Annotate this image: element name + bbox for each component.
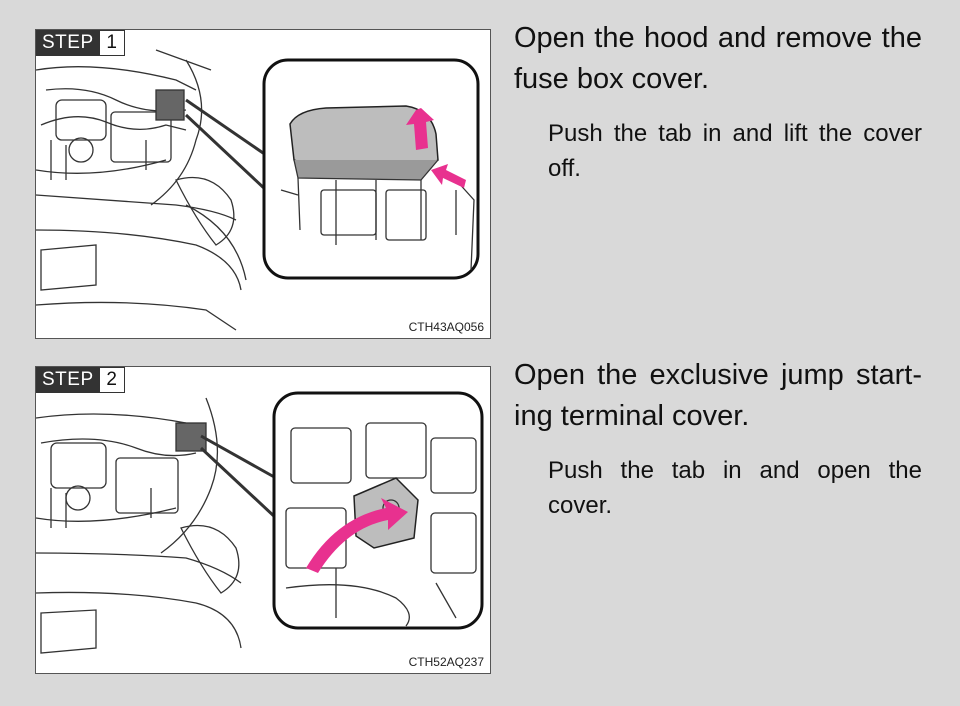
figure-code: CTH43AQ056 (408, 320, 484, 334)
step-badge-word: STEP (36, 367, 100, 393)
step-1-text: Open the hood and remove the fuse box co… (514, 18, 922, 186)
step-badge-number: 2 (99, 367, 125, 393)
step-2-text: Open the exclusive jump start-ing termin… (514, 355, 922, 523)
figure-code: CTH52AQ237 (408, 655, 484, 669)
step-2-instruction: Open the exclusive jump start-ing termin… (514, 359, 922, 432)
step-badge-word: STEP (36, 30, 100, 56)
step-1-instruction: Open the hood and remove the fuse box co… (514, 22, 922, 95)
step-1-figure: STEP 1 (35, 29, 491, 339)
step-badge-number: 1 (99, 30, 125, 56)
step-2-figure: STEP 2 (35, 366, 491, 674)
step-badge: STEP 2 (36, 367, 125, 393)
jump-terminal-illustration (36, 391, 484, 654)
step-1-detail: Push the tab in and lift the cover off. (548, 120, 922, 182)
step-2-section: STEP 2 (0, 342, 960, 706)
engine-bay-fuse-box-illustration (36, 49, 480, 331)
step-2-detail: Push the tab in and open the cover. (548, 457, 922, 519)
step-badge: STEP 1 (36, 30, 125, 56)
step-1-section: STEP 1 (0, 0, 960, 342)
